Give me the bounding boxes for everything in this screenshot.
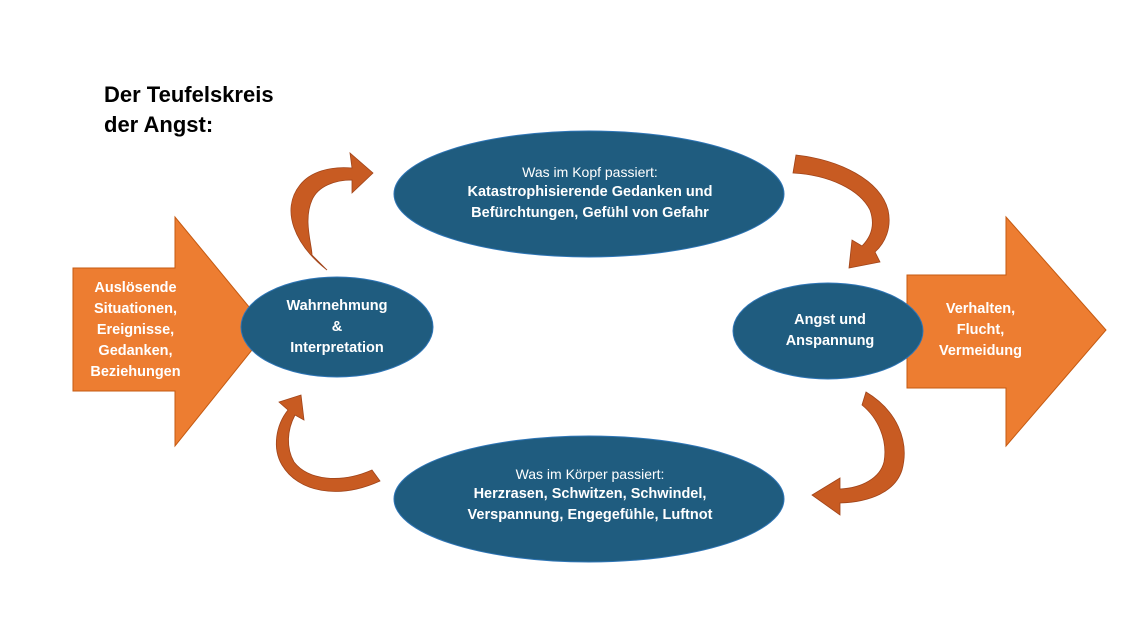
input-line-3: Ereignisse, [96, 321, 175, 338]
wahrnehmung-line-2: & [331, 318, 343, 335]
koerper-ellipse [393, 435, 785, 563]
curved-arrow-top-left [290, 152, 374, 271]
curved-arrow-bottom-left [275, 394, 381, 492]
curved-arrow-top-right [792, 154, 890, 269]
input-line-2: Situationen, [94, 300, 177, 317]
angst-line-2: Anspannung [785, 333, 875, 349]
input-line-5: Beziehungen [90, 363, 181, 380]
wahrnehmung-line-3: Interpretation [290, 339, 384, 356]
input-line-1: Auslösende [94, 279, 177, 296]
koerper-label: Was im Körper passiert: Herzrasen, Schwi… [410, 455, 770, 535]
output-line-1: Verhalten, [945, 300, 1016, 317]
koerper-intro: Was im Körper passiert: [515, 465, 665, 482]
output-line-3: Vermeidung [939, 342, 1022, 359]
title-line-2: der Angst: [104, 112, 214, 137]
output-arrow-shape [906, 215, 1107, 448]
kopf-label: Was im Kopf passiert: Katastrophisierend… [410, 153, 770, 233]
curved-arrow-bottom-right [811, 391, 905, 516]
kopf-ellipse [393, 130, 785, 258]
angst-label: Angst und Anspannung [745, 305, 915, 357]
output-line-2: Flucht, [956, 321, 1005, 338]
input-line-4: Gedanken, [98, 342, 173, 359]
wahrnehmung-ellipse [240, 276, 434, 378]
kopf-line-1: Katastrophisierende Gedanken und [467, 183, 713, 200]
input-arrow-shape [72, 215, 269, 448]
kopf-intro: Was im Kopf passiert: [522, 163, 658, 180]
wahrnehmung-line-1: Wahrnehmung [286, 297, 388, 314]
input-arrow-label: Auslösende Situationen, Ereignisse, Geda… [73, 272, 198, 388]
angst-line-1: Angst und [794, 312, 866, 328]
output-arrow-label: Verhalten, Flucht, Vermeidung [918, 290, 1043, 370]
angst-ellipse [732, 282, 924, 380]
koerper-line-1: Herzrasen, Schwitzen, Schwindel, [473, 485, 707, 502]
page-title: Der Teufelskreis der Angst: [104, 80, 274, 140]
koerper-line-2: Verspannung, Engegefühle, Luftnot [467, 506, 713, 523]
wahrnehmung-label: Wahrnehmung & Interpretation [252, 290, 422, 364]
kopf-line-2: Befürchtungen, Gefühl von Gefahr [471, 204, 709, 221]
title-line-1: Der Teufelskreis [104, 82, 274, 107]
